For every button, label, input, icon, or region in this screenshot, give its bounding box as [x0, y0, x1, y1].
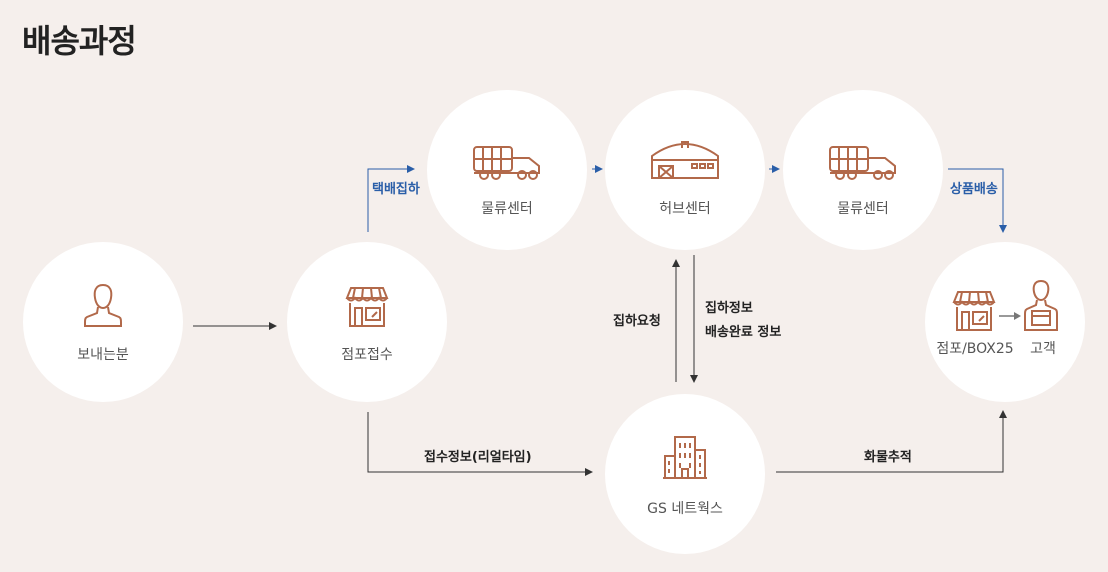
node-logistics-center-2: 물류센터	[783, 90, 943, 250]
arrow-store-to-logistics	[367, 165, 415, 232]
node-destination: 점포/BOX25 고객	[925, 242, 1085, 402]
node-label: 물류센터	[837, 201, 889, 217]
customer-icon	[1024, 279, 1058, 331]
arrow-right-icon	[999, 312, 1021, 320]
flow-label-receipt-info: 접수정보(리얼타임)	[424, 450, 532, 465]
arrow-gs-to-destination	[776, 410, 1007, 473]
node-label-store-box: 점포/BOX25	[936, 341, 1014, 357]
flow-label-delivery: 상품배송	[950, 182, 998, 197]
node-label: 보내는분	[77, 347, 129, 363]
arrow-logistics-to-destination	[948, 168, 1007, 233]
person-icon	[84, 283, 122, 327]
flow-label-pickup-info: 집하정보	[705, 301, 753, 316]
node-label: 점포접수	[341, 347, 393, 363]
flow-label-pickup-request: 집하요청	[613, 314, 661, 329]
warehouse-icon	[651, 141, 719, 179]
flow-label-pickup: 택배집하	[372, 182, 420, 197]
page-title: 배송과정	[22, 22, 137, 60]
store-icon	[345, 287, 389, 327]
node-logistics-center-1: 물류센터	[427, 90, 587, 250]
arrow-store-to-gs	[367, 412, 593, 476]
node-label: 물류센터	[481, 201, 533, 217]
node-label-customer: 고객	[1030, 341, 1056, 357]
flow-label-tracking: 화물추적	[864, 450, 912, 465]
node-gs-network: GS 네트웍스	[605, 394, 765, 554]
truck-icon	[473, 146, 540, 180]
node-label: GS 네트웍스	[647, 501, 723, 517]
node-label: 허브센터	[659, 201, 711, 217]
truck-icon	[829, 146, 896, 180]
node-hub-center: 허브센터	[605, 90, 765, 250]
building-icon	[663, 436, 707, 479]
node-sender: 보내는분	[23, 242, 183, 402]
store-icon	[952, 291, 996, 331]
node-store: 점포접수	[287, 242, 447, 402]
flow-label-delivery-complete-info: 배송완료 정보	[705, 325, 782, 340]
